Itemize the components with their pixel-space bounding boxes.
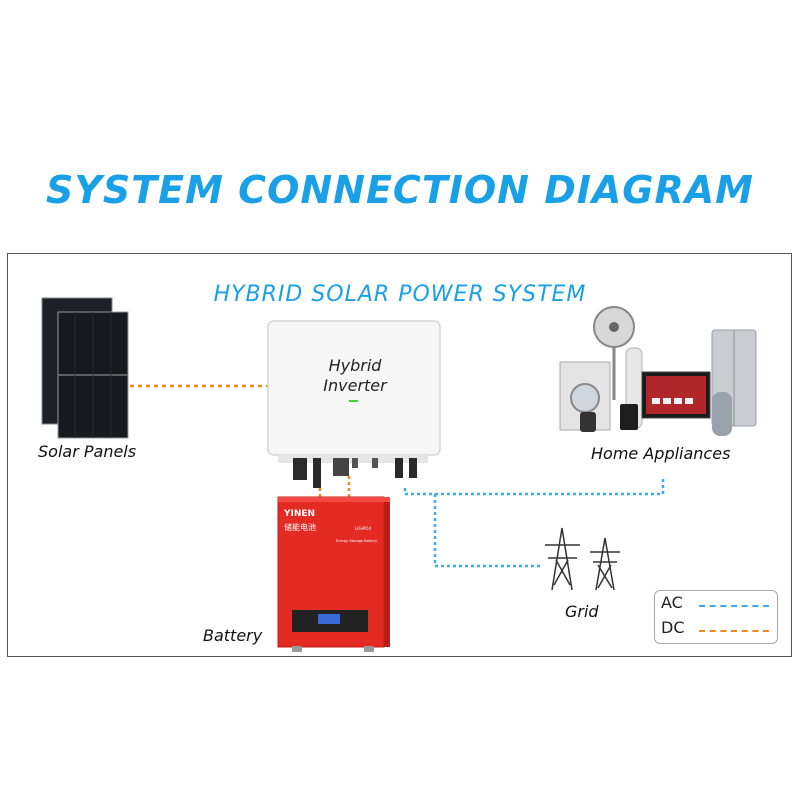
grid-label: Grid	[565, 602, 599, 621]
battery-icon	[277, 496, 390, 652]
ac-line-grid	[433, 494, 540, 568]
ac-line-appliances	[403, 476, 665, 496]
legend-dc-line	[699, 630, 769, 632]
legend-ac-label: AC	[661, 593, 683, 612]
battery-cn-text: 储能电池	[284, 522, 316, 532]
home-appliances-icon	[559, 306, 757, 436]
home-appliances-label: Home Appliances	[591, 444, 731, 463]
inverter-label-line2: Inverter	[323, 376, 387, 395]
battery-model: LiFePO4	[355, 526, 371, 531]
solar-panels-label: Solar Panels	[38, 442, 137, 461]
legend: AC DC	[654, 590, 778, 644]
solar-panels-icon	[41, 297, 129, 439]
legend-dc-label: DC	[661, 618, 685, 637]
inverter-label-line1: Hybrid	[328, 356, 382, 375]
battery-brand: YINEN	[283, 509, 315, 519]
legend-ac-line	[699, 605, 769, 607]
page-title: SYSTEM CONNECTION DIAGRAM	[46, 168, 754, 212]
diagram-subtitle: HYBRID SOLAR POWER SYSTEM	[213, 282, 587, 307]
battery-subtitle: Energy Storage Battery	[336, 539, 377, 543]
battery-label: Battery	[203, 626, 263, 645]
grid-tower-icon	[545, 527, 620, 591]
diagram-frame	[7, 253, 792, 657]
hybrid-inverter-icon	[267, 320, 441, 488]
